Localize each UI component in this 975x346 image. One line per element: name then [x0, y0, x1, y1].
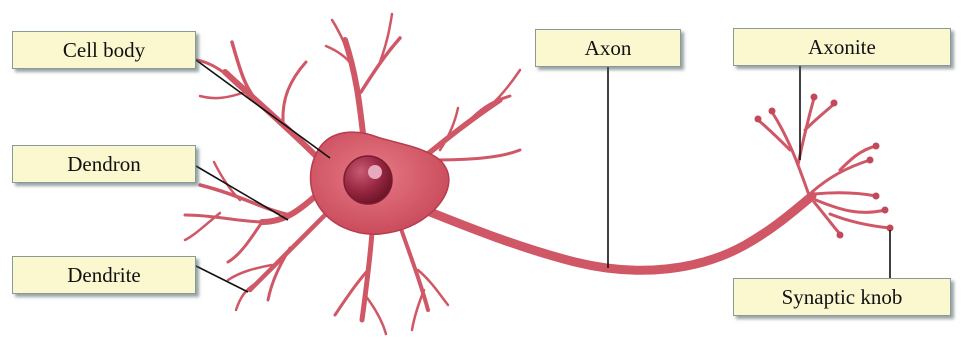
synaptic-knob-label: Synaptic knob	[733, 278, 951, 316]
leader-cell-body	[196, 60, 330, 158]
nucleolus	[368, 165, 382, 179]
nucleus	[344, 156, 392, 204]
leader-dendron	[196, 166, 288, 220]
axon-terminals	[758, 98, 890, 234]
axon-label: Axon	[535, 29, 681, 67]
axonite-label: Axonite	[733, 28, 951, 66]
dendrite-label: Dendrite	[12, 256, 196, 294]
cell-body-label: Cell body	[12, 31, 196, 69]
dendron-label: Dendron	[12, 145, 196, 183]
axon-fiber	[425, 196, 812, 270]
leader-dendrite	[196, 266, 248, 292]
